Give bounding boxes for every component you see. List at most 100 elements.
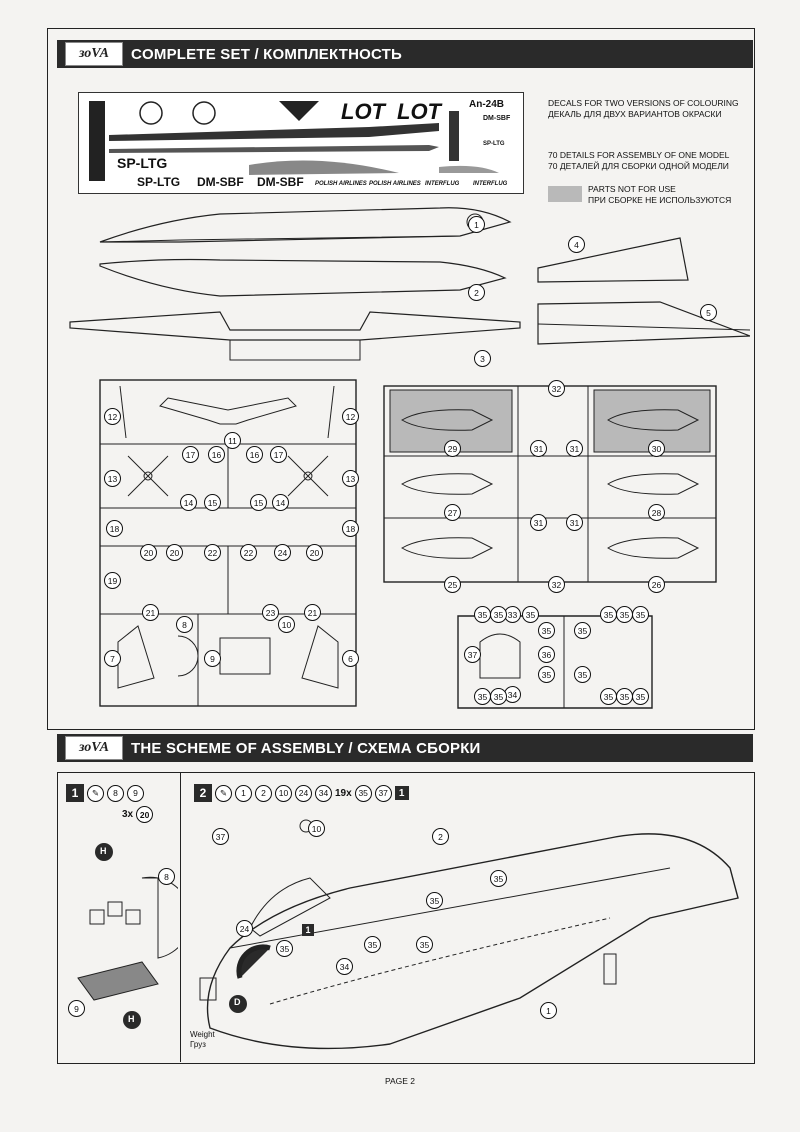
- decal-reg-4: DM-SBF: [257, 175, 304, 189]
- part-12-callout-r: 12: [342, 408, 359, 425]
- step2-callout-37: 37: [212, 828, 229, 845]
- step1-part-a: 8: [107, 784, 124, 802]
- part-29-callout: 29: [444, 440, 461, 457]
- part-10-callout: 10: [278, 616, 295, 633]
- complete-set-banner: зоVA COMPLETE SET / КОМПЛЕКТНОСТЬ: [57, 40, 753, 68]
- glue-h-bottom: H: [128, 1014, 135, 1024]
- step2-mult-part-1: 35: [354, 784, 372, 802]
- part-20-callout-1: 20: [140, 544, 157, 561]
- sprue-c: [457, 615, 653, 709]
- part-25-callout: 25: [444, 576, 461, 593]
- step2-part-1: 1: [235, 784, 252, 802]
- part-9-callout: 9: [204, 650, 221, 667]
- part-35-callout-o: 35: [632, 688, 649, 705]
- decal-artwork: [89, 101, 499, 181]
- part-35-callout-i: 35: [538, 666, 555, 683]
- part-8-callout: 8: [176, 616, 193, 633]
- decal-model: An-24B: [469, 99, 505, 110]
- decal-reg-3: DM-SBF: [197, 175, 244, 189]
- part-7-callout: 7: [104, 650, 121, 667]
- decal-logo-1: LOT: [341, 99, 385, 124]
- part-27-callout: 27: [444, 504, 461, 521]
- note-details: 70 DETAILS FOR ASSEMBLY OF ONE MODEL 70 …: [548, 150, 729, 172]
- note-details-ru: 70 ДЕТАЛЕЙ ДЛЯ СБОРКИ ОДНОЙ МОДЕЛИ: [548, 161, 729, 171]
- note-unused-ru: ПРИ СБОРКЕ НЕ ИСПОЛЬЗУЮТСЯ: [588, 195, 732, 205]
- step2-callout-1: 1: [540, 1002, 557, 1019]
- part-21-callout-l: 21: [142, 604, 159, 621]
- part-2-callout: 2: [468, 284, 485, 301]
- note-unused-en: PARTS NOT FOR USE: [588, 184, 676, 194]
- weight-label-ru: Груз: [190, 1040, 206, 1049]
- step2-part-2: 2: [255, 784, 272, 802]
- part-3-callout: 3: [474, 350, 491, 367]
- step2-mult-count: 19x: [335, 787, 352, 799]
- step2-part-4: 24: [295, 784, 312, 802]
- decal-reg-5: DM-SBF: [483, 115, 511, 122]
- step2-ref-on-drawing: 1: [302, 924, 314, 936]
- step1-part-b: 9: [127, 784, 144, 802]
- part-4-callout: 4: [568, 236, 585, 253]
- part-28-callout: 28: [648, 504, 665, 521]
- step1-mult: 3x 20: [122, 806, 154, 823]
- step1-number: 1: [66, 784, 84, 802]
- step1-divider: [180, 772, 181, 1062]
- part-14-callout-l: 14: [180, 494, 197, 511]
- step2-fuselage-drawing: [199, 819, 739, 1050]
- part-20-callout-3: 20: [306, 544, 323, 561]
- step1-mult-part: 20: [136, 806, 154, 823]
- unused-legend-swatch: [548, 186, 582, 202]
- decal-text-4: INTERFLUG: [473, 181, 508, 187]
- decal-reg-1: SP-LTG: [117, 155, 168, 171]
- note-decals-en: DECALS FOR TWO VERSIONS OF COLOURING: [548, 98, 739, 108]
- step1-part-8-label: 8: [158, 868, 175, 885]
- part-19-callout: 19: [104, 572, 121, 589]
- decal-text-1: POLISH AIRLINES: [315, 181, 367, 187]
- part-15-callout-r: 15: [250, 494, 267, 511]
- part-14-callout-r: 14: [272, 494, 289, 511]
- part-35-callout-b: 35: [490, 606, 507, 623]
- part-35-callout-k: 35: [474, 688, 491, 705]
- sprue-a: [99, 379, 357, 707]
- step2-callout-24: 24: [236, 920, 253, 937]
- section-title: COMPLETE SET / КОМПЛЕКТНОСТЬ: [131, 45, 403, 63]
- glue-icon: ✎: [87, 784, 104, 802]
- assembly-frame: [57, 772, 755, 1064]
- part-13-callout-r: 13: [342, 470, 359, 487]
- zova-logo: зоVA: [65, 42, 123, 66]
- step2-callout-35-a: 35: [276, 940, 293, 957]
- step2-part-5: 34: [315, 784, 332, 802]
- step2-callout-35-e: 35: [416, 936, 433, 953]
- part-31-callout-4: 31: [566, 514, 583, 531]
- section-title-2: THE SCHEME OF ASSEMBLY / СХЕМА СБОРКИ: [131, 739, 481, 757]
- note-decals-ru: ДЕКАЛЬ ДЛЯ ДВУХ ВАРИАНТОВ ОКРАСКИ: [548, 109, 722, 119]
- step2-header: 2 ✎ 1 2 10 24 34 19x 35 37 1: [194, 784, 409, 802]
- part-17-callout-r: 17: [270, 446, 287, 463]
- sprue-b: [383, 385, 717, 583]
- part-11-callout: 11: [224, 432, 241, 449]
- step1-part-9-label: 9: [68, 1000, 85, 1017]
- part-20-callout-2: 20: [166, 544, 183, 561]
- decal-reg-6: SP-LTG: [483, 141, 505, 147]
- part-32-callout-bottom: 32: [548, 576, 565, 593]
- part-16-callout-r: 16: [246, 446, 263, 463]
- part-37-callout: 37: [464, 646, 481, 663]
- part-16-callout-l: 16: [208, 446, 225, 463]
- part-35-callout-l: 35: [490, 688, 507, 705]
- weight-label: Weight Груз: [190, 1030, 215, 1050]
- zova-logo-2: зоVA: [65, 736, 123, 760]
- part-31-callout-3: 31: [530, 514, 547, 531]
- part-18-callout-r: 18: [342, 520, 359, 537]
- step2-callout-35-c: 35: [426, 892, 443, 909]
- page-number: PAGE 2: [384, 1076, 416, 1086]
- part-13-callout-l: 13: [104, 470, 121, 487]
- step1-header: 1 ✎ 8 9: [66, 784, 144, 802]
- part-26-callout: 26: [648, 576, 665, 593]
- part-22-callout-r: 22: [240, 544, 257, 561]
- part-18-callout-l: 18: [106, 520, 123, 537]
- part-24-callout: 24: [274, 544, 291, 561]
- part-5-callout: 5: [700, 304, 717, 321]
- part-23-callout: 23: [262, 604, 279, 621]
- glue-icon-2: ✎: [215, 784, 232, 802]
- complete-set-frame: [47, 28, 755, 730]
- part-36-callout: 36: [538, 646, 555, 663]
